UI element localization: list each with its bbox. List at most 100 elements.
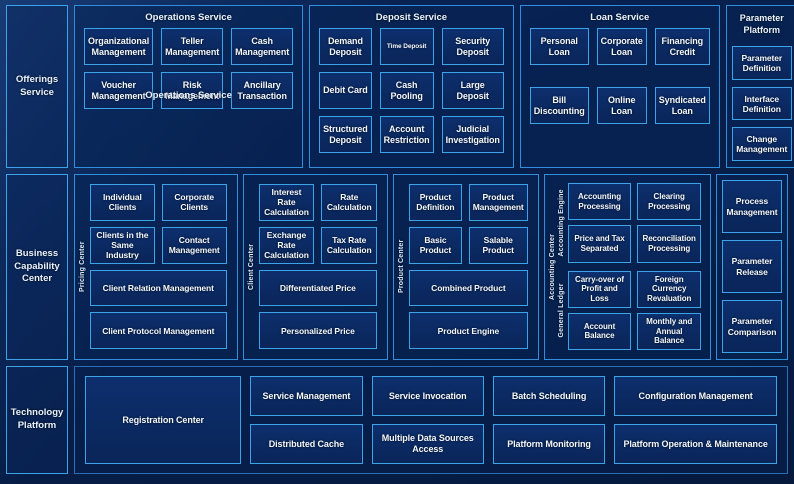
registration-center-box[interactable]: Registration Center <box>85 376 242 464</box>
service-box[interactable]: Large Deposit <box>441 72 504 109</box>
service-box[interactable]: Teller Management <box>161 28 224 65</box>
technology-box[interactable]: Platform Operation & Maintenance <box>614 424 778 464</box>
accounting-box[interactable]: Carry-over of Profit and Loss <box>567 270 632 308</box>
service-box[interactable]: Voucher Management <box>84 72 154 109</box>
parameter-item[interactable]: Parameter Definition <box>731 46 792 80</box>
center-vertical-label: Client Center <box>247 243 255 290</box>
technology-column: Service Management Distributed Cache <box>250 376 363 464</box>
center-vertical-label: Product Center <box>398 239 406 294</box>
capability-box[interactable]: Product Management <box>468 184 528 221</box>
accounting-box[interactable]: Account Balance <box>567 312 632 350</box>
service-box[interactable]: Judicial Investigation <box>441 116 504 153</box>
panel-product-center: Product Center Product Definition Produc… <box>393 174 539 360</box>
accounting-engine-grid: Accounting Processing Clearing Processin… <box>565 183 701 263</box>
capability-box[interactable]: Product Engine <box>409 312 528 349</box>
technology-box[interactable]: Distributed Cache <box>250 424 363 464</box>
technology-box[interactable]: Multiple Data Sources Access <box>371 424 484 464</box>
capability-box[interactable]: Individual Clients <box>90 184 155 221</box>
capability-box[interactable]: Rate Calculation <box>321 184 378 221</box>
capability-box[interactable]: Client Relation Management <box>90 269 227 307</box>
accounting-box[interactable]: Price and Tax Separated <box>567 225 632 263</box>
technology-box[interactable]: Service Management <box>250 376 363 416</box>
operations-service-grid: Organizational Management Teller Managem… <box>75 28 302 167</box>
center-vertical-label: Pricing Center <box>79 241 86 292</box>
accounting-center-groups: Accounting Engine Accounting Processing … <box>556 179 706 354</box>
technology-box[interactable]: Platform Monitoring <box>492 424 606 464</box>
capability-box[interactable]: Differentiated Price <box>258 269 378 307</box>
service-box[interactable]: Online Loan <box>596 87 647 124</box>
service-box[interactable]: Debit Card <box>319 72 372 109</box>
rail-offerings-service: Offerings Service <box>6 5 68 168</box>
row-technology-platform: Technology Platform Registration Center … <box>6 366 788 474</box>
service-box[interactable]: Cash Management <box>231 28 294 65</box>
accounting-box[interactable]: Clearing Processing <box>637 183 701 221</box>
capability-box[interactable]: Personalized Price <box>258 312 378 349</box>
parameter-item[interactable]: Parameter Comparison <box>722 300 782 353</box>
panel-parameter-platform-top: Parameter Platform Parameter Definition … <box>725 5 794 168</box>
accounting-box[interactable]: Accounting Processing <box>567 183 632 221</box>
service-box[interactable]: Corporate Loan <box>596 28 647 65</box>
capability-box[interactable]: Combined Product <box>409 269 528 307</box>
parameter-item[interactable]: Parameter Release <box>722 240 782 293</box>
service-box[interactable]: Ancillary Transaction <box>231 72 294 109</box>
panel-loan-service: Loan Service Personal Loan Corporate Loa… <box>519 5 720 168</box>
capability-box[interactable]: Clients in the Same Industry <box>90 226 155 264</box>
technology-box[interactable]: Batch Scheduling <box>492 376 606 416</box>
panel-accounting-center: Accounting Center Accounting Engine Acco… <box>543 174 711 360</box>
service-box[interactable]: Account Restriction <box>379 116 434 153</box>
panel-title-operations-service: Operations Service <box>145 12 232 23</box>
panel-technology-platform: Registration Center Service Management D… <box>74 366 788 474</box>
service-box[interactable]: Structured Deposit <box>319 116 372 153</box>
panel-deposit-service: Deposit Service Demand Deposit Time Depo… <box>309 5 514 168</box>
accounting-center-vertical-label: Accounting Center <box>548 233 556 300</box>
general-ledger-vertical-label: General Ledger <box>557 283 565 338</box>
rail-business-capability-center: Business Capability Center <box>6 174 68 360</box>
service-box[interactable]: Time Deposit <box>379 28 434 65</box>
panel-pricing-grouping: Client Center Interest Rate Calculation … <box>242 174 389 360</box>
rail-technology-platform: Technology Platform <box>6 366 68 474</box>
row-offerings-service: Offerings Service Operations Service Ope… <box>6 5 794 168</box>
capability-box[interactable]: Contact Management <box>161 226 227 264</box>
product-center-grid: Product Definition Product Management Ba… <box>405 179 534 354</box>
accounting-box[interactable]: Foreign Currency Revaluation <box>637 270 701 308</box>
technology-column: Service Invocation Multiple Data Sources… <box>371 376 484 464</box>
panel-client-grouping: Pricing Center Individual Clients Corpor… <box>74 174 238 360</box>
capability-box[interactable]: Product Definition <box>409 184 462 221</box>
parameter-item[interactable]: Process Management <box>722 180 782 233</box>
general-ledger-group: General Ledger Carry-over of Profit and … <box>557 270 701 350</box>
capability-box[interactable]: Interest Rate Calculation <box>258 184 315 221</box>
pricing-grouping-grid: Interest Rate Calculation Rate Calculati… <box>255 179 384 354</box>
row-business-capability-center: Business Capability Center Pricing Cente… <box>6 174 788 360</box>
accounting-engine-group: Accounting Engine Accounting Processing … <box>558 183 701 263</box>
panel-parameter-platform-bottom: Process Management Parameter Release Par… <box>716 174 788 360</box>
service-box[interactable]: Syndicated Loan <box>654 87 710 124</box>
accounting-engine-vertical-label: Accounting Engine <box>557 189 565 257</box>
technology-box[interactable]: Configuration Management <box>614 376 778 416</box>
service-box[interactable]: Bill Discounting <box>529 87 589 124</box>
parameter-item[interactable]: Change Management <box>731 127 792 162</box>
deposit-service-grid: Demand Deposit Time Deposit Security Dep… <box>310 28 513 167</box>
capability-box[interactable]: Tax Rate Calculation <box>321 226 378 264</box>
capability-box[interactable]: Corporate Clients <box>161 184 227 221</box>
service-box[interactable]: Cash Pooling <box>379 72 434 109</box>
panel-title-loan-service: Loan Service <box>590 12 650 23</box>
capability-box[interactable]: Basic Product <box>409 226 462 264</box>
service-box[interactable]: Demand Deposit <box>319 28 372 65</box>
panel-operations-service: Operations Service Operations Service Or… <box>74 5 304 168</box>
service-box[interactable]: Financing Credit <box>654 28 710 65</box>
capability-box[interactable]: Client Protocol Management <box>90 312 227 349</box>
parameter-item[interactable]: Interface Definition <box>731 86 792 121</box>
service-box[interactable]: Security Deposit <box>441 28 504 65</box>
service-box[interactable]: Personal Loan <box>529 28 589 65</box>
loan-service-grid: Personal Loan Corporate Loan Financing C… <box>521 28 719 167</box>
capability-box[interactable]: Salable Product <box>468 226 528 264</box>
capability-box[interactable]: Exchange Rate Calculation <box>258 226 315 264</box>
parameter-platform-title: Parameter Platform <box>739 13 784 35</box>
technology-column: Batch Scheduling Platform Monitoring <box>492 376 606 464</box>
service-box[interactable]: Organizational Management <box>84 28 154 65</box>
service-box[interactable]: Risk Management <box>161 72 224 109</box>
technology-box[interactable]: Service Invocation <box>371 376 484 416</box>
accounting-box[interactable]: Monthly and Annual Balance <box>637 312 701 350</box>
accounting-box[interactable]: Reconciliation Processing <box>637 225 701 263</box>
